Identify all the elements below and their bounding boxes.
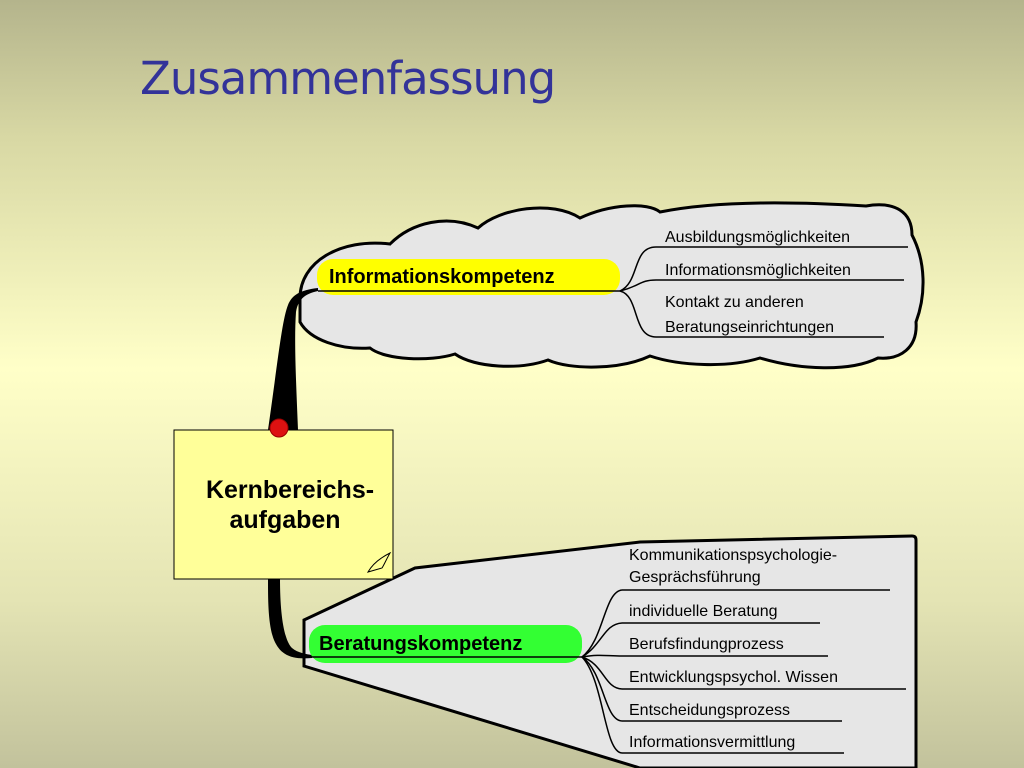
- info-item-1: Ausbildungsmöglichkeiten: [665, 229, 850, 246]
- branch-information: Informationskompetenz Ausbildungsmöglich…: [317, 229, 908, 338]
- advisory-item-1-line1: Kommunikationspsychologie-: [629, 547, 837, 564]
- advisory-item-2: individuelle Beratung: [629, 603, 778, 620]
- branch-information-label: Informationskompetenz: [329, 266, 555, 288]
- branch-advisory-highlight: [309, 625, 582, 663]
- branch-advisory: Beratungskompetenz Kommunikationspsychol…: [309, 547, 906, 754]
- advisory-item-6: Informationsvermittlung: [629, 734, 795, 751]
- central-node: Kernbereichs- aufgaben: [173, 418, 394, 580]
- info-item-3-line2: Beratungseinrichtungen: [665, 319, 834, 336]
- advisory-item-1-line2: Gesprächsführung: [629, 569, 761, 586]
- slide-title: Zusammenfassung: [140, 52, 556, 105]
- info-item-3-line1: Kontakt zu anderen: [665, 294, 804, 311]
- connector-lower: [268, 578, 312, 659]
- advisory-panel: [302, 534, 918, 768]
- advisory-item-3: Berufsfindungprozess: [629, 636, 784, 653]
- page-curl-icon: [366, 551, 392, 573]
- advisory-item-4: Entwicklungspsychol. Wissen: [629, 669, 838, 686]
- pushpin-icon: [269, 418, 289, 438]
- advisory-item-5: Entscheidungsprozess: [629, 702, 790, 719]
- branch-information-highlight: [317, 259, 620, 295]
- connector-upper: [268, 288, 318, 430]
- central-label-line2: aufgaben: [229, 506, 340, 534]
- central-label-line1: Kernbereichs-: [206, 476, 374, 504]
- branch-advisory-label: Beratungskompetenz: [319, 633, 522, 655]
- info-item-2: Informationsmöglichkeiten: [665, 262, 851, 279]
